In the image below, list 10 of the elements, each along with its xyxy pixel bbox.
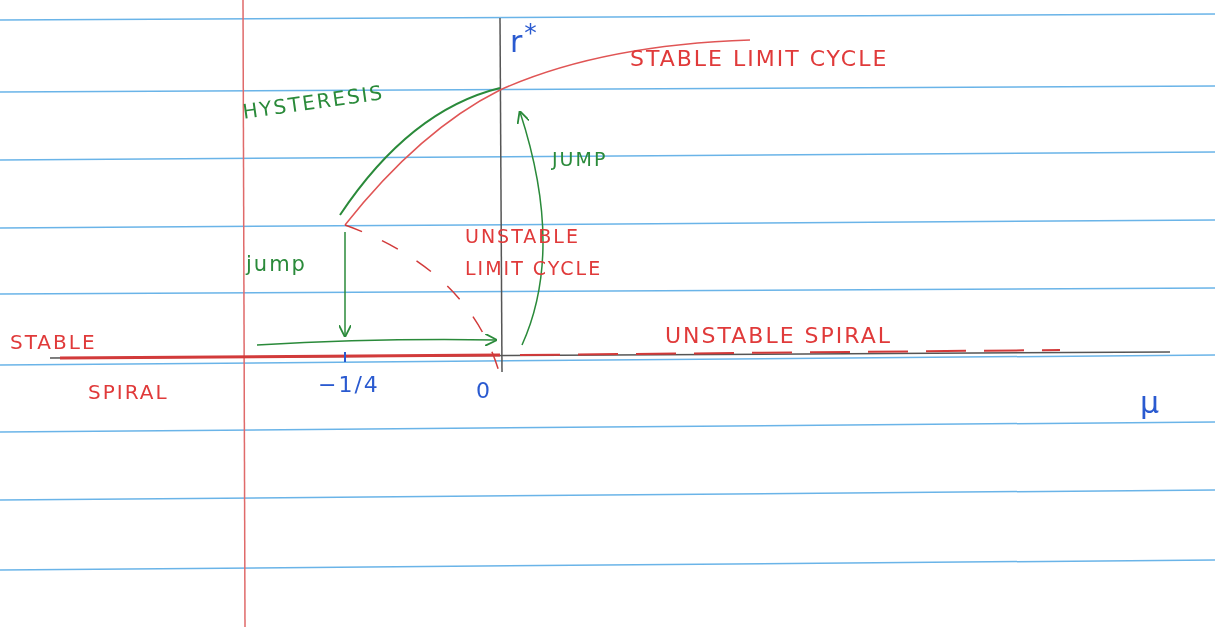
axis-label: μ: [1140, 385, 1162, 420]
arrow-label: jump: [246, 252, 307, 276]
tick-label: −1/4: [318, 372, 380, 397]
region-label: SPIRAL: [88, 380, 169, 404]
tick-label: 0: [476, 378, 492, 403]
region-label: STABLE: [10, 330, 97, 354]
axis-label: r$^{*}$: [510, 18, 539, 59]
region-label: UNSTABLE SPIRAL: [665, 323, 892, 348]
curve-label: STABLE LIMIT CYCLE: [630, 46, 889, 71]
curve-label: HYSTERESIS: [241, 80, 386, 124]
